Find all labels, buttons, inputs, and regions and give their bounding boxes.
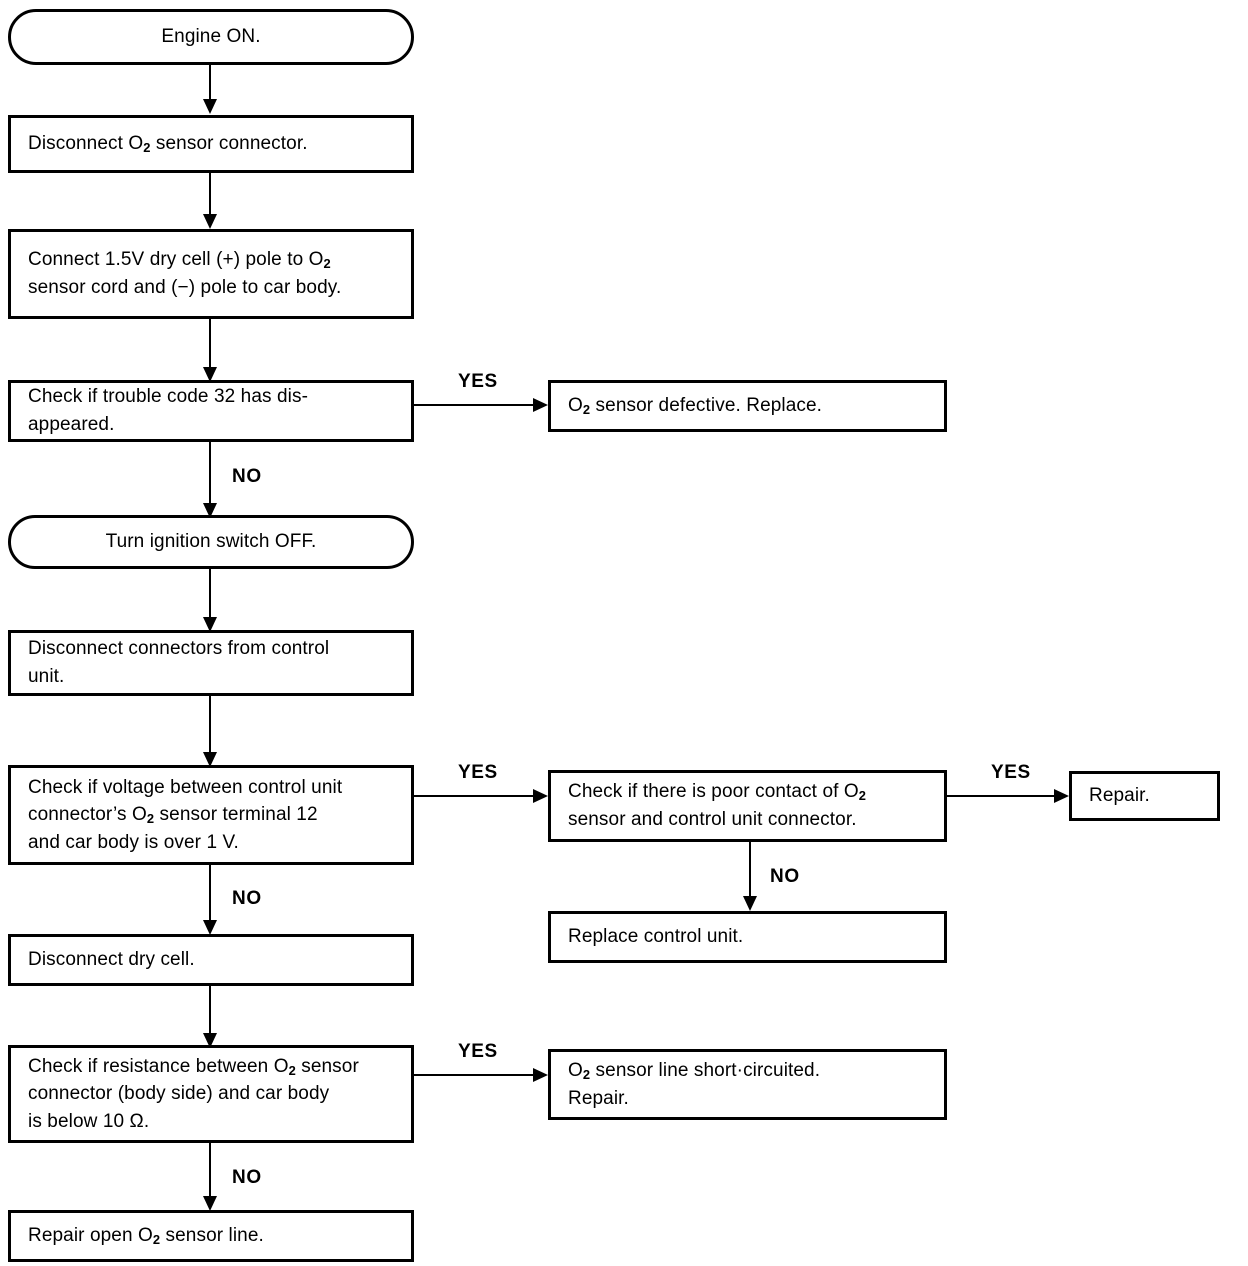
edge-disconnect-cu-to-check-voltage [209,696,211,756]
node-engine-on-label: Engine ON. [161,26,261,48]
node-disconnect-o2-sensor-connector: Disconnect O2 sensor connector. [8,115,414,173]
node-repair-label: Repair. [1089,785,1150,807]
edge-disconnect-cell-to-check-resistance [209,986,211,1038]
edge-contact-yes-line [947,795,1055,797]
edge-start-to-disconnect-o2 [209,65,211,101]
edge-label-resistance-yes: YES [458,1041,498,1062]
edge-disconnect-o2-to-connect-drycell [209,173,211,218]
arrowhead-ignition-off-to-disconnect-cu [203,617,217,632]
node-o2-sensor-line-short-circuited-label: O2 sensor line short·circuited.Repair. [568,1059,821,1109]
node-engine-on: Engine ON. [8,9,414,65]
arrowhead-resistance-yes [533,1068,548,1082]
edge-code32-no-line [209,442,211,514]
arrowhead-disconnect-o2-to-connect-drycell [203,214,217,229]
node-disconnect-dry-cell: Disconnect dry cell. [8,934,414,986]
node-o2-sensor-defective-replace-label: O2 sensor defective. Replace. [568,395,823,418]
edge-label-voltage-yes: YES [458,762,498,783]
node-turn-ignition-switch-off-label: Turn ignition switch OFF. [105,531,317,553]
arrowhead-voltage-yes [533,789,548,803]
arrowhead-connect-drycell-to-check-code32 [203,367,217,382]
edge-label-resistance-no: NO [232,1167,262,1188]
node-disconnect-dry-cell-label: Disconnect dry cell. [28,949,195,971]
node-disconnect-o2-sensor-connector-label: Disconnect O2 sensor connector. [28,133,308,156]
edge-label-voltage-no: NO [232,888,262,909]
node-check-trouble-code-32-label: Check if trouble code 32 has dis-appeare… [28,386,309,435]
edge-voltage-no-line [209,865,211,929]
edge-label-code32-yes: YES [458,371,498,392]
node-repair-open-o2-sensor-line: Repair open O2 sensor line. [8,1210,414,1262]
node-o2-sensor-defective-replace: O2 sensor defective. Replace. [548,380,947,432]
edge-label-contact-no: NO [770,866,800,887]
edge-label-contact-yes: YES [991,762,1031,783]
node-repair-open-o2-sensor-line-label: Repair open O2 sensor line. [28,1225,264,1248]
node-check-trouble-code-32: Check if trouble code 32 has dis-appeare… [8,380,414,442]
arrowhead-code32-yes [533,398,548,412]
edge-label-code32-no: NO [232,466,262,487]
edge-resistance-yes-line [414,1074,534,1076]
arrowhead-resistance-no [203,1196,217,1211]
arrowhead-contact-no [743,896,757,911]
arrowhead-start-to-disconnect-o2 [203,99,217,114]
node-repair: Repair. [1069,771,1220,821]
node-replace-control-unit-label: Replace control unit. [568,926,744,948]
edge-code32-yes-line [414,404,534,406]
edge-resistance-no-line [209,1143,211,1206]
node-turn-ignition-switch-off: Turn ignition switch OFF. [8,515,414,569]
edge-ignition-off-to-disconnect-cu [209,569,211,624]
arrowhead-disconnect-cell-to-check-resistance [203,1033,217,1048]
arrowhead-contact-yes [1054,789,1069,803]
arrowhead-voltage-no [203,920,217,935]
edge-voltage-yes-line [414,795,534,797]
node-o2-sensor-line-short-circuited: O2 sensor line short·circuited.Repair. [548,1049,947,1120]
edge-contact-no-line [749,842,751,906]
edge-connect-drycell-to-check-code32 [209,319,211,371]
arrowhead-disconnect-cu-to-check-voltage [203,752,217,767]
node-replace-control-unit: Replace control unit. [548,911,947,963]
